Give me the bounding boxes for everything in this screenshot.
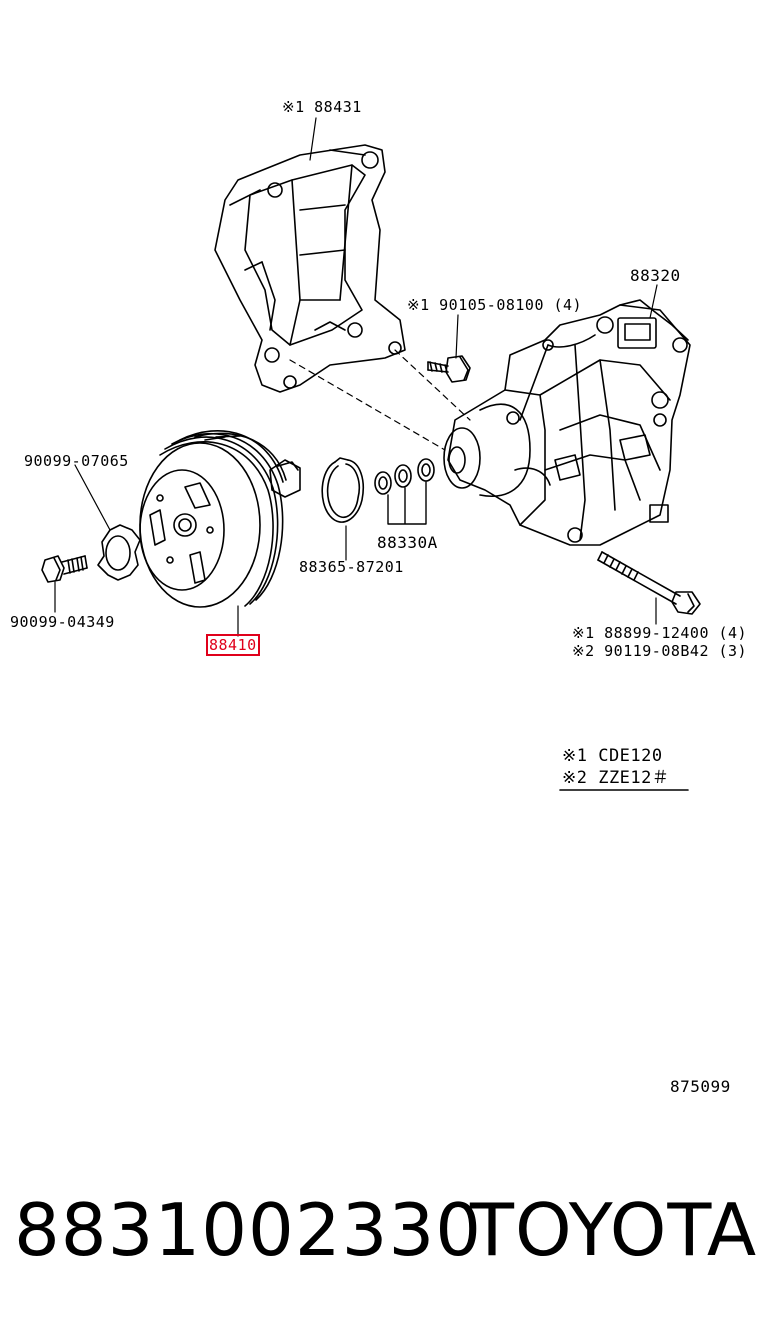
alignment-lines [289, 349, 471, 451]
bracket-bolt [427, 355, 471, 383]
footer-brand: TOYOTA [470, 1188, 758, 1272]
label-compressor: 88320 [630, 266, 681, 285]
label-snap-ring: 88365-87201 [299, 558, 404, 576]
small-bolt [41, 555, 88, 613]
clutch-pulley [139, 430, 301, 637]
label-bracket: ※1 88431 [282, 98, 362, 116]
label-small-bolt: 90099-04349 [10, 613, 115, 631]
highlighted-part-number[interactable]: 88410 [206, 634, 260, 656]
compressor [443, 299, 691, 546]
leader-lines [309, 117, 658, 625]
label-clutch-highlighted[interactable]: 88410 [206, 634, 260, 656]
long-bolt [597, 551, 701, 615]
legend-note-2: ※2 ZZE12＃ [562, 768, 670, 788]
label-long-bolt-1: ※1 88899-12400 (4) [572, 624, 748, 642]
legend-note-1: ※1 CDE120 [562, 746, 663, 766]
mounting-bracket [214, 144, 406, 393]
lock-washer [74, 464, 141, 581]
shims [374, 458, 435, 525]
label-lock-washer: 90099-07065 [24, 452, 129, 470]
footer-part-number: 8831002330 [14, 1188, 483, 1272]
label-bracket-bolt: ※1 90105-08100 (4) [407, 296, 583, 314]
label-shims: 88330A [377, 533, 438, 552]
diagram-id: 875099 [670, 1077, 731, 1096]
label-long-bolt-2: ※2 90119-08B42 (3) [572, 642, 748, 660]
snap-ring [321, 457, 364, 561]
